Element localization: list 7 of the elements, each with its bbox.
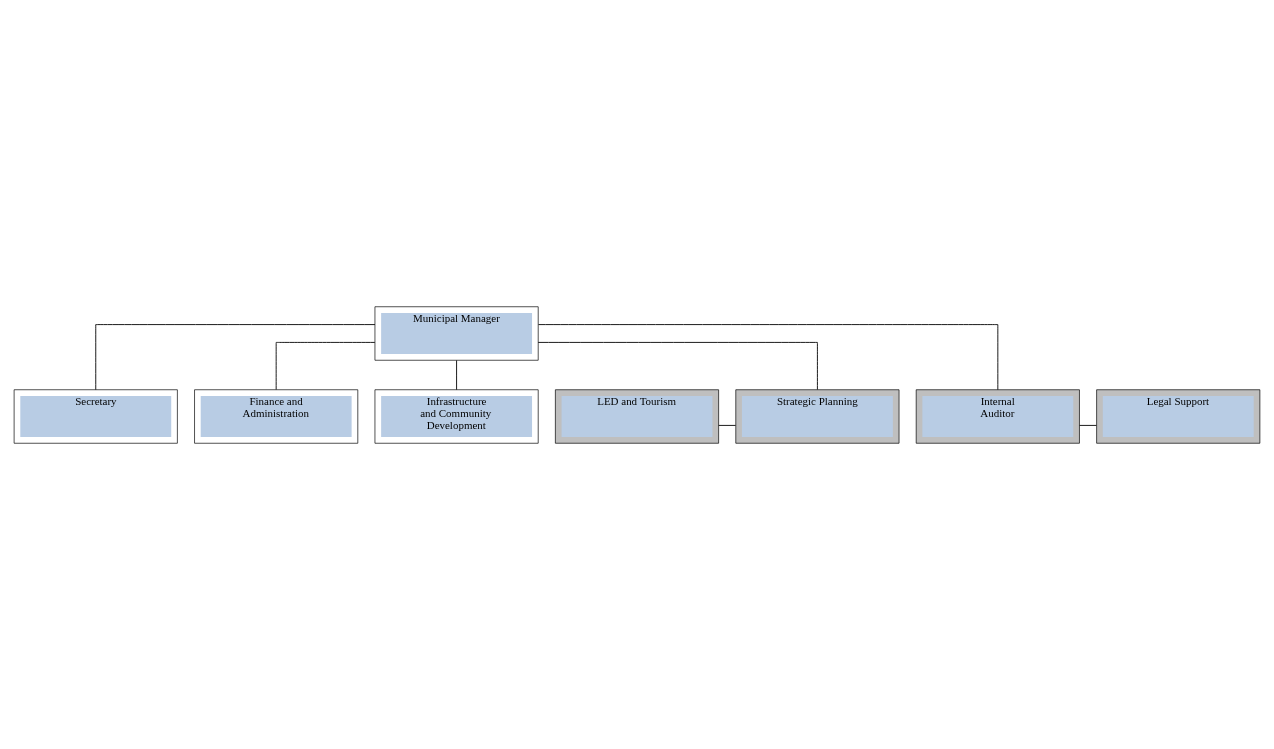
connector	[538, 323, 999, 390]
connector	[1079, 424, 1097, 426]
connector	[275, 341, 376, 390]
connector	[95, 323, 376, 390]
connector	[718, 424, 737, 426]
connector	[456, 359, 458, 390]
connector	[537, 341, 818, 390]
